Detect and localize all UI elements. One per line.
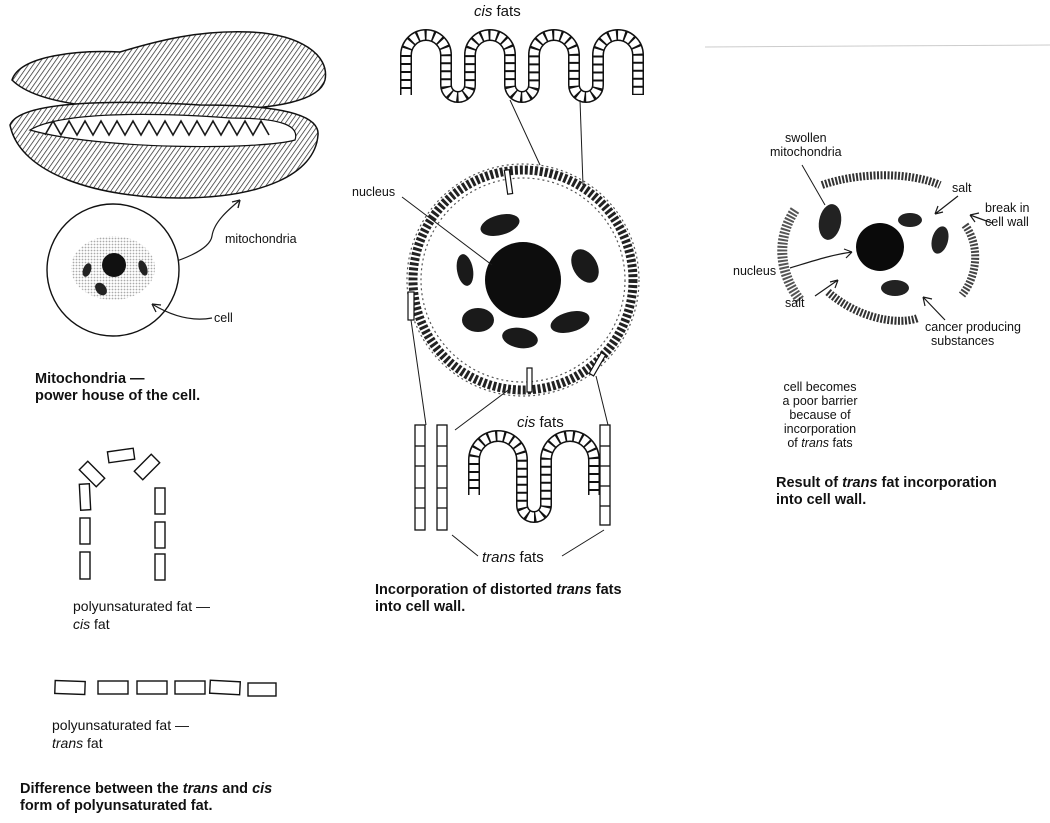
- label-trans-fat: polyunsaturated fat — trans fat: [52, 716, 189, 752]
- label-break-in-cell-wall: break in cell wall: [985, 201, 1029, 229]
- label-nucleus-right: nucleus: [733, 264, 776, 278]
- label-salt-top: salt: [952, 181, 971, 195]
- barrier-line5-rest: fats: [829, 436, 853, 450]
- label-cis-fats-bottom: cis fats: [517, 414, 564, 431]
- caption-fat-italic2: cis: [252, 781, 272, 797]
- caption-result-b: fat incorporation: [878, 475, 997, 491]
- label-mitochondria: mitochondria: [225, 232, 297, 246]
- label-swollen-line1: swollen: [770, 131, 842, 145]
- caption-fat-b: and: [218, 781, 252, 797]
- label-cancer-line2: substances: [925, 334, 1021, 348]
- barrier-line3: because of: [770, 408, 870, 422]
- cell-diagram: [47, 204, 179, 336]
- label-break-line1: break in: [985, 201, 1029, 215]
- label-cis-fats-top-rest: fats: [492, 3, 520, 20]
- label-trans-fats-mid: trans fats: [482, 549, 544, 566]
- caption-incorp-a: Incorporation of distorted: [375, 582, 556, 598]
- label-cis-fat: polyunsaturated fat — cis fat: [73, 597, 210, 633]
- caption-fat-line2: form of polyunsaturated fat.: [20, 798, 272, 815]
- label-cell: cell: [214, 311, 233, 325]
- caption-incorp-b: fats: [592, 582, 622, 598]
- label-poor-barrier: cell becomes a poor barrier because of i…: [770, 380, 870, 450]
- cis-fats-top-chain: [406, 35, 638, 97]
- label-cis-fats-top-italic: cis: [474, 3, 492, 20]
- label-cancer-line1: cancer producing: [925, 320, 1021, 334]
- barrier-line4: incorporation: [770, 422, 870, 436]
- label-trans-fat-line1: polyunsaturated fat —: [52, 716, 189, 734]
- label-salt-bottom: salt: [785, 296, 804, 310]
- label-swollen-mitochondria: swollen mitochondria: [770, 131, 842, 159]
- label-trans-fats-mid-rest: fats: [515, 549, 543, 566]
- cis-fat-arch: [79, 448, 165, 580]
- label-cis-fat-rest: fat: [90, 616, 109, 632]
- caption-mitochondria-line2: power house of the cell.: [35, 388, 200, 405]
- barrier-line5-pre: of: [787, 436, 801, 450]
- caption-result-italic: trans: [842, 475, 877, 491]
- label-cis-fats-bottom-rest: fats: [535, 414, 563, 431]
- label-cis-fat-line1: polyunsaturated fat —: [73, 597, 210, 615]
- label-cancer-producing: cancer producing substances: [925, 320, 1021, 348]
- cell-with-trans-fats: [407, 164, 639, 396]
- label-break-line2: cell wall: [985, 215, 1029, 229]
- barrier-line2: a poor barrier: [770, 394, 870, 408]
- label-cis-fats-bottom-italic: cis: [517, 414, 535, 431]
- caption-result-line2: into cell wall.: [776, 492, 997, 509]
- caption-result: Result of trans fat incorporation into c…: [776, 475, 997, 509]
- label-nucleus-mid: nucleus: [352, 185, 395, 199]
- caption-incorporation: Incorporation of distorted trans fats in…: [375, 582, 622, 616]
- caption-fat-a: Difference between the: [20, 781, 183, 797]
- label-cis-fat-italic: cis: [73, 616, 90, 632]
- caption-incorp-line2: into cell wall.: [375, 599, 622, 616]
- caption-result-a: Result of: [776, 475, 842, 491]
- mitochondrion-illustration: [10, 32, 326, 198]
- trans-fat-row: [55, 680, 276, 696]
- damaged-cell: [782, 175, 975, 321]
- caption-fat-italic1: trans: [183, 781, 218, 797]
- cis-fats-bottom-chain: [474, 436, 594, 517]
- label-swollen-line2: mitochondria: [770, 145, 842, 159]
- caption-incorp-italic: trans: [556, 582, 591, 598]
- barrier-line1: cell becomes: [770, 380, 870, 394]
- caption-mitochondria-line1: Mitochondria —: [35, 371, 200, 388]
- caption-mitochondria: Mitochondria — power house of the cell.: [35, 371, 200, 405]
- label-trans-fats-mid-italic: trans: [482, 549, 515, 566]
- label-trans-fat-italic: trans: [52, 735, 83, 751]
- caption-fat-difference: Difference between the trans and cis for…: [20, 781, 272, 815]
- label-trans-fat-rest: fat: [83, 735, 102, 751]
- label-cis-fats-top: cis fats: [474, 4, 521, 20]
- barrier-line5-italic: trans: [801, 436, 829, 450]
